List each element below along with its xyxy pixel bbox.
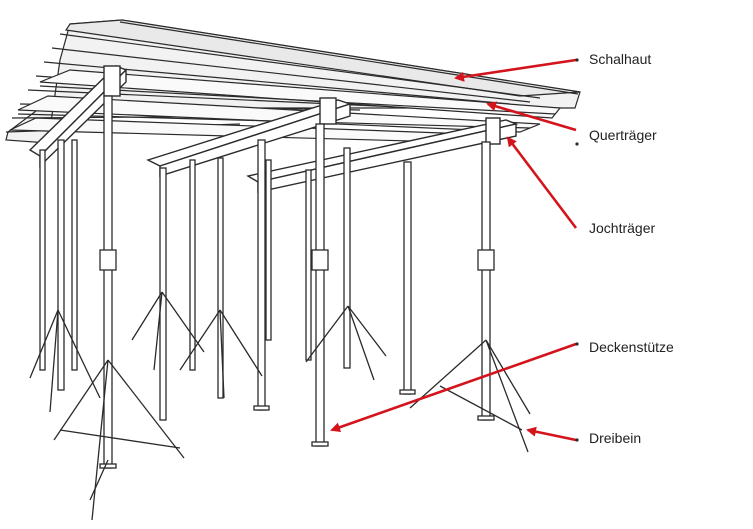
- label-jochtraeger: Jochträger: [589, 220, 656, 236]
- label-quertraeger: Querträger: [589, 127, 657, 143]
- arrow-schalhaut: [454, 58, 577, 82]
- arrow-jochtraeger: [506, 136, 578, 229]
- arrow-dreibein: [526, 426, 577, 442]
- label-dreibein: Dreibein: [589, 430, 642, 446]
- label-deckenstuetze: Deckenstütze: [589, 339, 674, 355]
- callout-arrows: [330, 58, 578, 442]
- arrow-quertraeger: [486, 101, 577, 132]
- dreibein-tripods: [29, 291, 531, 521]
- label-anchor-dots: [575, 58, 579, 442]
- arrow-deckenstuetze: [330, 342, 577, 433]
- jochtraeger-beams: [28, 65, 519, 193]
- label-schalhaut: Schalhaut: [589, 51, 652, 67]
- quertraeger-beams: [9, 69, 562, 143]
